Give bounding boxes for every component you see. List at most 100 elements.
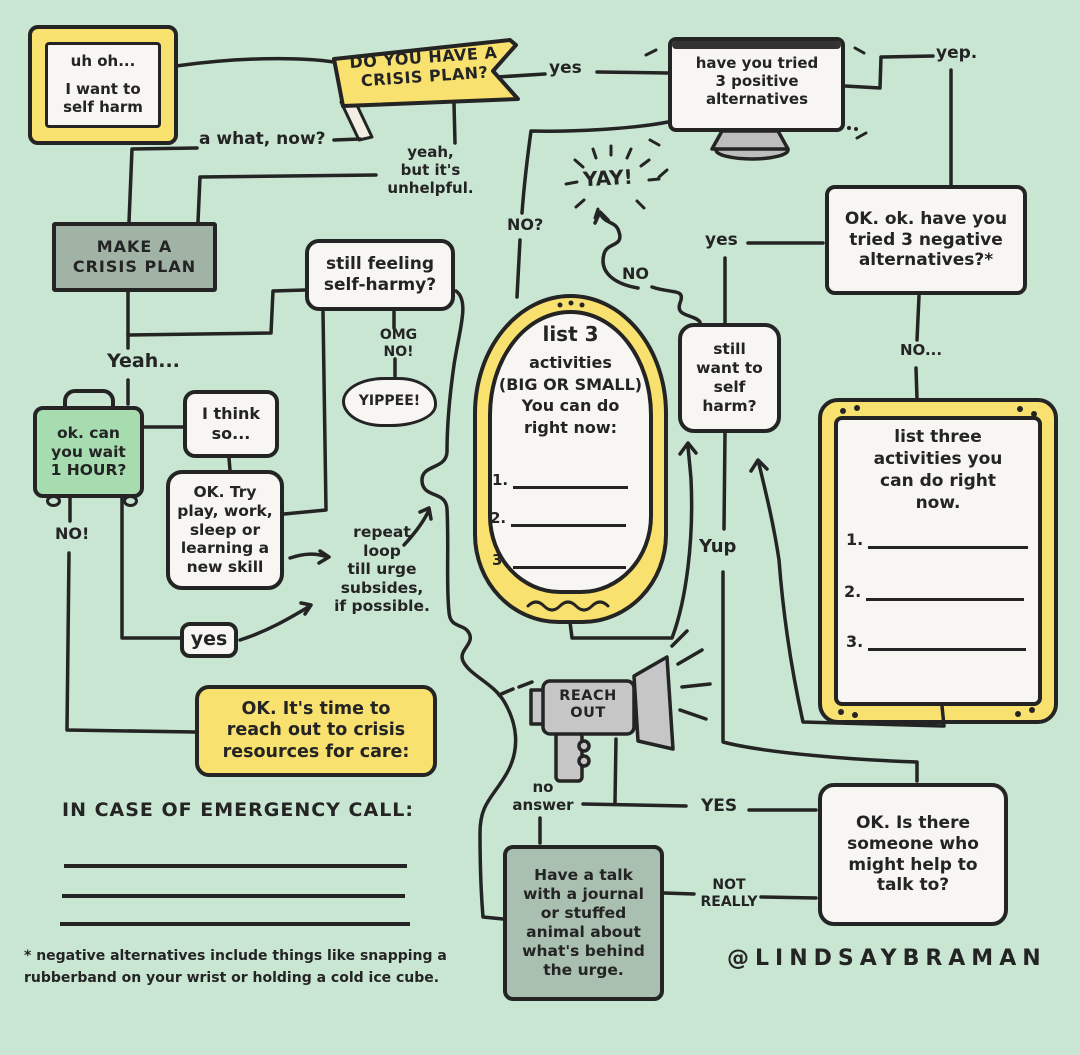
label-not-really: NOT REALLY — [700, 877, 758, 910]
suitcase-handle — [63, 389, 115, 413]
reach-out-resources-label: OK. It's time to reach out to crisis res… — [222, 698, 410, 762]
make-crisis-plan-label: MAKE A CRISIS PLAN — [72, 237, 197, 276]
emergency-blank-line-2[interactable] — [62, 894, 405, 898]
wire-megaphone-stem — [613, 737, 618, 805]
still-feeling-box: still feeling self-harmy? — [305, 239, 455, 311]
mirror-list-item-2[interactable]: 2. — [490, 508, 627, 527]
still-feeling-label: still feeling self-harmy? — [323, 254, 437, 295]
wire-banner-unhelpful — [452, 101, 457, 145]
wire-notreally-someone — [759, 895, 818, 900]
label-yeah-unhelpful: yeah, but it's unhelpful. — [387, 143, 474, 197]
wire-awhat-pole — [332, 137, 362, 142]
monitor-base — [714, 139, 790, 161]
board-item-3-number: 3. — [846, 632, 864, 651]
board-item-1-number: 1. — [846, 530, 864, 549]
i-think-so-box: I think so... — [183, 390, 279, 458]
arrow-try-repeat — [288, 549, 331, 565]
label-no-wavy: NO — [622, 264, 649, 283]
still-want-box: still want to self harm? — [678, 323, 781, 433]
mirror-item-3-number: 3. — [492, 551, 509, 569]
mirror-list-item-3[interactable]: 3. — [492, 550, 627, 569]
crisis-plan-banner-label: DO YOU HAVE A CRISIS PLAN? — [348, 42, 498, 91]
monitor-corner-dots — [847, 126, 858, 131]
wire-ithink-try — [227, 456, 232, 472]
wire-yes-monitor — [595, 70, 670, 75]
frame-note-line1: uh oh... — [70, 52, 136, 70]
footnote-negative-alternatives: * negative alternatives include things l… — [24, 948, 447, 986]
emergency-blank-line-3[interactable] — [60, 922, 410, 926]
dashes-megaphone — [497, 680, 534, 697]
wire-frame-banner — [174, 56, 336, 68]
someone-to-talk-box: OK. Is there someone who might help to t… — [818, 783, 1008, 926]
board-list-item-2[interactable]: 2. — [844, 582, 1025, 601]
yippee-label: YIPPEE! — [358, 393, 421, 410]
still-want-label: still want to self harm? — [696, 340, 763, 415]
wire-no-stillwant — [650, 285, 702, 324]
wire-negalt-nodots — [915, 294, 921, 342]
yippee-cloud: YIPPEE! — [342, 377, 437, 427]
i-think-so-label: I think so... — [201, 404, 261, 443]
self-harm-thought-paper — [45, 42, 161, 128]
yes-chip-box: yes — [180, 622, 238, 658]
label-no-excl: NO! — [55, 524, 90, 543]
emergency-blank-line-1[interactable] — [64, 864, 407, 868]
negative-alternatives-box: OK. ok. have you tried 3 negative altern… — [825, 185, 1027, 295]
mirror-list-item-1[interactable]: 1. — [492, 470, 629, 489]
wait-one-hour-box: ok. can you wait 1 HOUR? — [33, 406, 144, 498]
board-item-2-number: 2. — [844, 582, 862, 601]
label-yep: yep. — [936, 43, 978, 63]
repeat-loop-note: repeat loop till urge subsides, if possi… — [334, 523, 430, 616]
board-item-2-blank[interactable] — [866, 582, 1025, 601]
board-item-3-blank[interactable] — [868, 632, 1027, 651]
emergency-heading: IN CASE OF EMERGENCY CALL: — [62, 799, 415, 821]
wire-noq-mirror — [515, 238, 522, 299]
label-yup: Yup — [699, 536, 737, 557]
frame-note-rest: I want to self harm — [63, 80, 143, 116]
mirror-item-1-blank[interactable] — [513, 470, 629, 489]
label-no-answer: no answer — [512, 778, 574, 814]
board-list-item-3[interactable]: 3. — [846, 632, 1027, 651]
wire-try-stillfeeling — [282, 310, 328, 516]
label-yay: YAY! — [582, 164, 634, 192]
board-list-item-1[interactable]: 1. — [846, 530, 1029, 549]
wait-one-hour-label: ok. can you wait 1 HOUR? — [50, 423, 127, 480]
yes-chip-label: yes — [190, 628, 228, 651]
mirror-subtitle: activities (BIG OR SMALL) You can do rig… — [498, 353, 643, 437]
reach-out-resources-box: OK. It's time to reach out to crisis res… — [195, 685, 437, 777]
wire-noanswer-junction — [581, 802, 688, 808]
label-a-what-now: a what, now? — [199, 129, 326, 149]
mirror-item-1-number: 1. — [492, 471, 509, 489]
mirror-title: list 3 — [542, 322, 599, 346]
label-yes-top: yes — [549, 58, 582, 78]
mirror-item-2-number: 2. — [490, 509, 507, 527]
negative-alternatives-label: OK. ok. have you tried 3 negative altern… — [844, 208, 1008, 271]
journal-talk-label: Have a talk with a journal or stuffed an… — [522, 866, 645, 979]
monitor-neck — [710, 129, 790, 151]
wire-unhelpful-make — [196, 173, 378, 224]
label-omg-no: OMG NO! — [379, 327, 418, 360]
label-yes-right: yes — [705, 230, 738, 250]
try-activities-label: OK. Try play, work, sleep or learning a … — [177, 482, 273, 577]
try-activities-box: OK. Try play, work, sleep or learning a … — [166, 470, 284, 590]
mirror-item-2-blank[interactable] — [511, 508, 627, 527]
journal-talk-box: Have a talk with a journal or stuffed an… — [503, 845, 664, 1001]
monitor-top-bar — [672, 41, 841, 49]
wire-journal-notreally — [662, 891, 696, 896]
label-no-dots: NO... — [900, 341, 943, 359]
megaphone-label: REACH OUT — [559, 688, 617, 722]
label-yeah: Yeah... — [107, 350, 180, 372]
artist-signature: @LINDSAYBRAMAN — [727, 946, 1047, 971]
board-heading: list three activities you can do right n… — [873, 427, 1003, 514]
arrow-yesbox-repeat — [238, 601, 313, 642]
wire-make-stillfeeling — [126, 288, 307, 337]
wire-awhat-make — [127, 146, 199, 224]
label-no-question: NO? — [507, 215, 544, 234]
label-yes-bottom: YES — [701, 796, 738, 816]
board-item-1-blank[interactable] — [868, 530, 1029, 549]
wire-monitor-yep — [843, 54, 935, 90]
wire-nodots-board — [914, 366, 919, 401]
mirror-item-3-blank[interactable] — [513, 550, 627, 569]
wire-stillwant-yup — [722, 431, 727, 531]
banner-pole — [339, 97, 374, 142]
